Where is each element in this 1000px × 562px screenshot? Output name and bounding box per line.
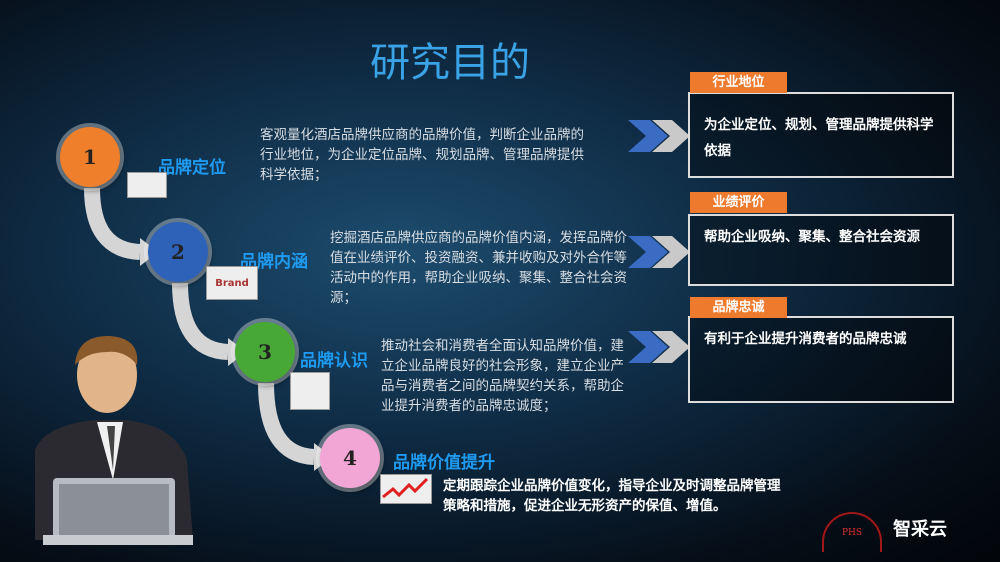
result-box-1: 为企业定位、规划、管理品牌提供科学依据 [688, 92, 954, 178]
step-desc-3: 推动社会和消费者全面认知品牌价值，建立企业品牌良好的社会形象，建立企业产品与消费… [381, 338, 624, 414]
step-desc-1: 客观量化酒店品牌供应商的品牌价值，判断企业品牌的行业地位，为企业定位品牌、规划品… [260, 127, 584, 183]
chevron-icon-2 [628, 236, 690, 268]
businessman-laptop-image [35, 335, 193, 545]
result-tag-3: 品牌忠诚 [690, 297, 787, 318]
flow-arrow-2-3 [172, 282, 229, 360]
result-box-3: 有利于企业提升消费者的品牌忠诚 [688, 316, 954, 403]
result-box-2: 帮助企业吸纳、聚集、整合社会资源 [688, 214, 954, 286]
step-label-3: 品牌认识 [300, 351, 368, 371]
brand-magnifier-icon: Brand [206, 266, 258, 300]
bar-chart-icon [290, 372, 330, 410]
flow-arrow-1-2 [84, 187, 141, 260]
result-tag-2: 业绩评价 [690, 192, 787, 213]
step-circle-1: 1 [60, 127, 120, 187]
result-tag-1: 行业地位 [690, 72, 787, 93]
flow-arrow-3-4 [258, 382, 315, 465]
step-circle-3: 3 [235, 322, 295, 382]
rising-arrow-icon [380, 474, 432, 504]
books-icon [127, 172, 167, 198]
step-desc-4: 定期跟踪企业品牌价值变化，指导企业及时调整品牌管理策略和措施，促进企业无形资产的… [443, 478, 781, 514]
step-label-4: 品牌价值提升 [393, 453, 495, 473]
chevron-icon-3 [628, 331, 690, 363]
slide-title: 研究目的 [370, 40, 530, 86]
step-circle-2: 2 [148, 222, 208, 282]
zhicaiyun-logo: 智采云 [893, 519, 947, 540]
step-desc-2: 挖掘酒店品牌供应商的品牌价值内涵，发挥品牌价值在业绩评价、投资融资、兼并收购及对… [330, 230, 627, 306]
step-circle-4: 4 [320, 428, 380, 488]
chevron-icon-1 [628, 120, 690, 152]
step-label-1: 品牌定位 [158, 158, 226, 178]
